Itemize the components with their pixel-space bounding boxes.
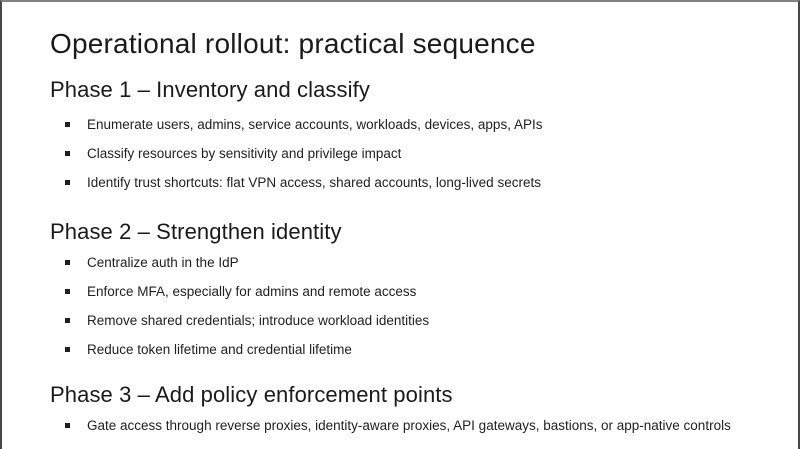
bullet-icon (65, 423, 70, 428)
list-item: Centralize auth in the IdP (65, 248, 738, 277)
phase-2-section: Phase 2 – Strengthen identity Centralize… (50, 218, 738, 364)
phase-1-heading: Phase 1 – Inventory and classify (50, 77, 370, 102)
bullet-icon (65, 318, 70, 323)
list-item: Classify resources by sensitivity and pr… (65, 139, 738, 168)
phase-1-section: Phase 1 – Inventory and classify Enumera… (50, 76, 738, 197)
bullet-text: Centralize auth in the IdP (87, 255, 239, 270)
bullet-text: Enforce MFA, especially for admins and r… (87, 284, 417, 299)
bullet-icon (65, 347, 70, 352)
bullet-icon (65, 289, 70, 294)
bullet-icon (65, 260, 70, 265)
list-item: Gate access through reverse proxies, ide… (65, 411, 738, 440)
list-item: Remove shared credentials; introduce wor… (65, 306, 738, 335)
slide-title: Operational rollout: practical sequence (50, 28, 536, 59)
phase-3-section: Phase 3 – Add policy enforcement points … (50, 381, 738, 440)
list-item: Reduce token lifetime and credential lif… (65, 335, 738, 364)
list-item: Identify trust shortcuts: flat VPN acces… (65, 168, 738, 197)
list-item: Enforce MFA, especially for admins and r… (65, 277, 738, 306)
phase-1-bullet-list: Enumerate users, admins, service account… (50, 110, 738, 197)
phase-3-heading: Phase 3 – Add policy enforcement points (50, 382, 453, 407)
bullet-icon (65, 122, 70, 127)
phase-2-heading: Phase 2 – Strengthen identity (50, 219, 342, 244)
bullet-text: Identify trust shortcuts: flat VPN acces… (87, 175, 541, 190)
phase-2-bullet-list: Centralize auth in the IdP Enforce MFA, … (50, 248, 738, 364)
bullet-text: Gate access through reverse proxies, ide… (87, 418, 731, 433)
bullet-icon (65, 151, 70, 156)
list-item: Enumerate users, admins, service account… (65, 110, 738, 139)
bullet-text: Reduce token lifetime and credential lif… (87, 342, 352, 357)
bullet-text: Remove shared credentials; introduce wor… (87, 313, 430, 328)
bullet-text: Enumerate users, admins, service account… (87, 117, 543, 132)
phase-3-bullet-list: Gate access through reverse proxies, ide… (50, 411, 738, 440)
bullet-text: Classify resources by sensitivity and pr… (87, 146, 402, 161)
bullet-icon (65, 180, 70, 185)
